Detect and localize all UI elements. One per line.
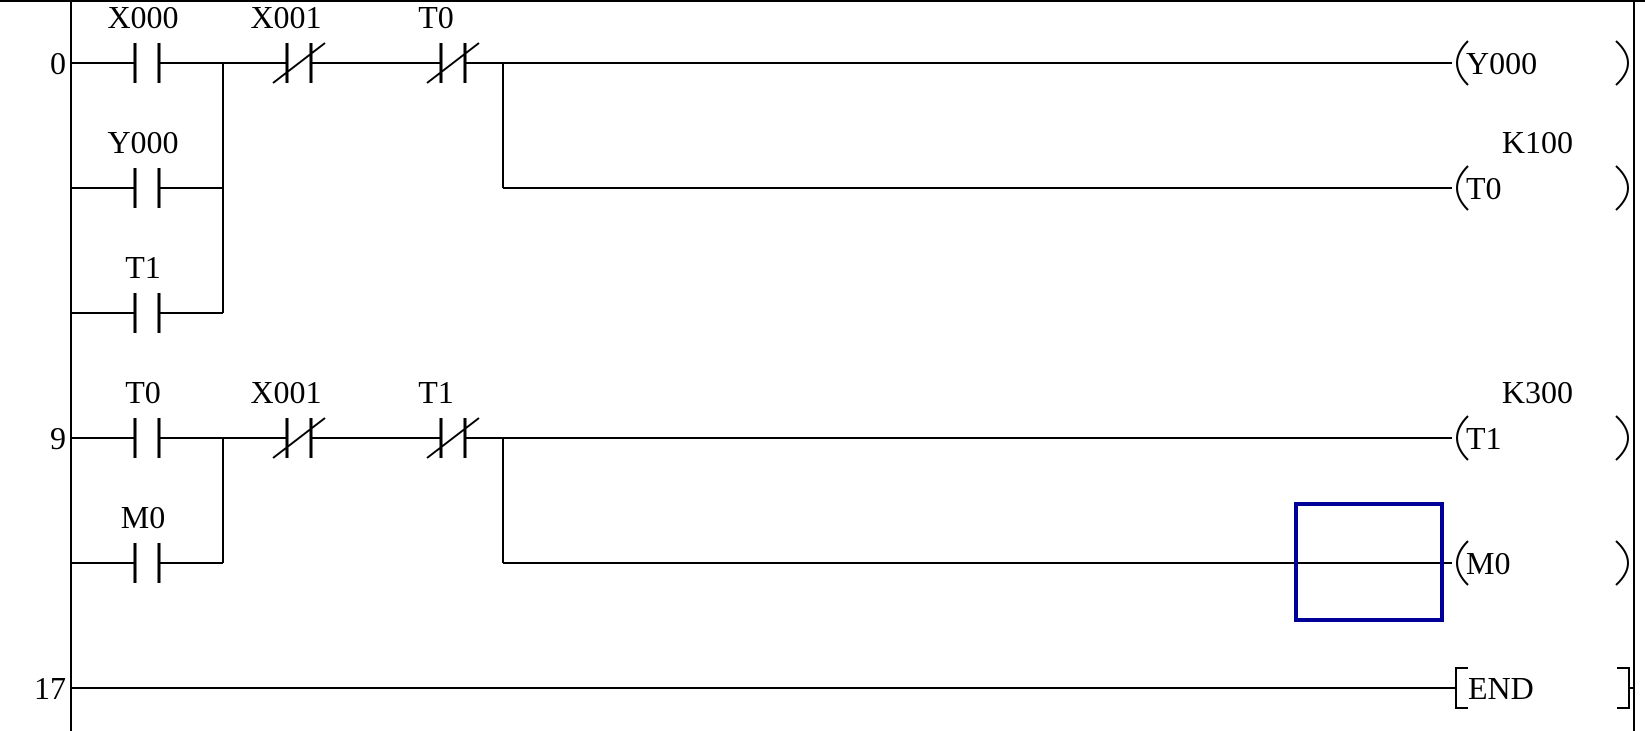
rung-number-9: 9: [50, 420, 66, 456]
device-label-y000-branch[interactable]: Y000: [107, 124, 179, 160]
contact-nc-x001[interactable]: [272, 42, 326, 84]
coil-label-t1[interactable]: T1: [1466, 420, 1502, 456]
timer-constant-k100: K100: [1501, 124, 1573, 160]
coil-timer-t0[interactable]: [1456, 165, 1629, 211]
end-instruction-label[interactable]: END: [1468, 670, 1534, 706]
contact-nc-t0[interactable]: [426, 42, 480, 84]
device-label-t0[interactable]: T0: [418, 0, 454, 35]
contact-no-x000[interactable]: [133, 43, 161, 83]
device-label-m0-branch[interactable]: M0: [120, 499, 166, 535]
contact-nc-t1[interactable]: [426, 417, 480, 459]
contact-no-t0[interactable]: [133, 418, 161, 458]
device-label-x001-rung9[interactable]: X001: [250, 374, 322, 410]
device-label-t0-rung9[interactable]: T0: [125, 374, 161, 410]
end-instruction-brackets[interactable]: [1455, 667, 1634, 709]
rung-number-0: 0: [50, 45, 66, 81]
device-label-x001[interactable]: X001: [250, 0, 322, 35]
coil-label-y000[interactable]: Y000: [1466, 45, 1538, 81]
coil-label-t0[interactable]: T0: [1466, 170, 1502, 206]
rung-number-17: 17: [34, 670, 66, 706]
coil-y000[interactable]: [1456, 40, 1629, 86]
timer-constant-k300: K300: [1501, 374, 1573, 410]
coil-timer-t1[interactable]: [1456, 415, 1629, 461]
coil-m0[interactable]: [1456, 540, 1629, 586]
selection-cursor[interactable]: [1294, 502, 1444, 622]
contact-no-t1[interactable]: [133, 293, 161, 333]
contact-no-y000[interactable]: [133, 168, 161, 208]
device-label-x000[interactable]: X000: [107, 0, 179, 35]
contact-nc-x001-rung9[interactable]: [272, 417, 326, 459]
device-label-t1-branch[interactable]: T1: [125, 249, 161, 285]
contact-no-m0[interactable]: [133, 543, 161, 583]
coil-label-m0[interactable]: M0: [1466, 545, 1511, 581]
rung-9-wires: [71, 437, 1452, 564]
device-label-t1-rung9[interactable]: T1: [418, 374, 454, 410]
rung-0-wires: [71, 62, 1452, 314]
